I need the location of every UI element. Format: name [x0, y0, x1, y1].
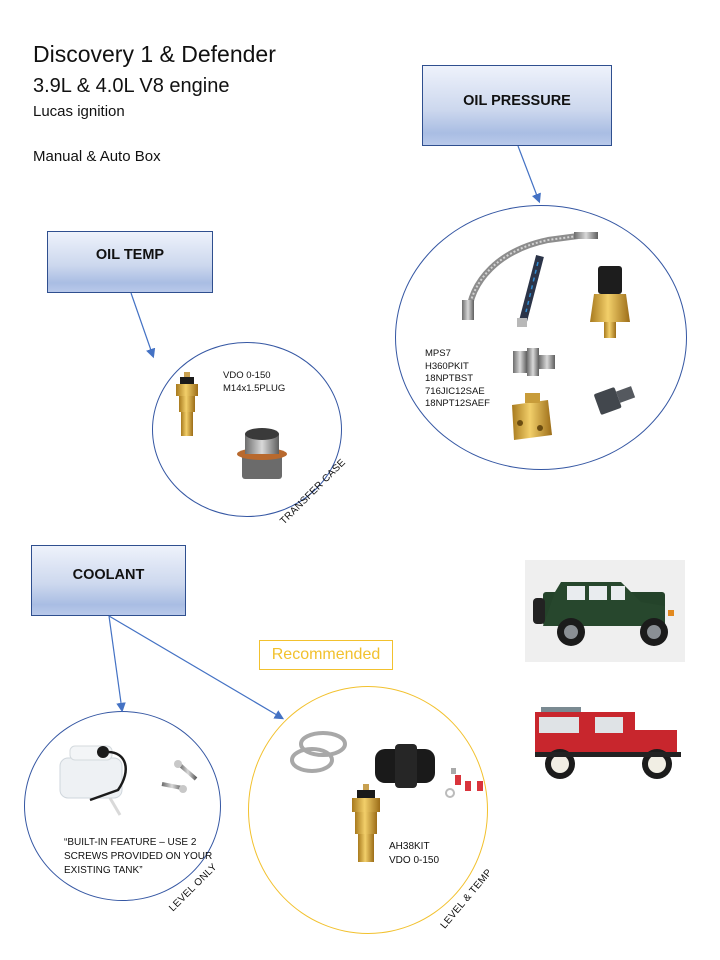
coolant-label: COOLANT	[72, 567, 145, 583]
oil-pressure-kit-circle	[395, 205, 687, 470]
note-line: SCREWS PROVIDED ON YOUR	[64, 851, 213, 862]
part-number: AH38KIT	[389, 841, 430, 852]
part-number: 716JIC12SAE	[425, 385, 485, 397]
part-number: 18NPT12SAEF	[425, 398, 490, 409]
arrow-oil-temp	[130, 292, 156, 359]
oil-temp-label: OIL TEMP	[95, 247, 165, 263]
page-title: Discovery 1 & Defender	[33, 41, 276, 67]
part-number: M14x1.5PLUG	[223, 382, 286, 394]
note-line: EXISTING TANK”	[64, 865, 143, 876]
part-number: VDO 0-150	[223, 370, 271, 381]
defender-image	[525, 700, 685, 785]
oil-temp-kit-circle	[152, 342, 342, 517]
coolant-level-temp-kit-circle	[248, 686, 488, 934]
part-number: H360PKIT	[425, 360, 469, 372]
level-only-note: “BUILT-IN FEATURE – USE 2 SCREWS PROVIDE…	[64, 836, 212, 878]
part-number: VDO 0-150	[389, 855, 440, 866]
oil-pressure-label: OIL PRESSURE	[463, 93, 571, 109]
note-line: “BUILT-IN FEATURE – USE 2	[64, 837, 197, 848]
ignition-text: Lucas ignition	[33, 103, 125, 120]
arrow-coolant-level-temp	[108, 615, 285, 720]
oil-temp-box: OIL TEMP	[47, 231, 213, 293]
arrow-oil-pressure	[517, 145, 541, 204]
oil-pressure-part-list: MPS7 H360PKIT 18NPTBST 716JIC12SAE 18NPT…	[425, 348, 490, 411]
part-number: MPS7	[425, 348, 451, 359]
arrow-coolant-level	[108, 615, 126, 713]
coolant-box: COOLANT	[31, 545, 186, 616]
part-number: 18NPTBST	[425, 373, 474, 384]
oil-pressure-box: OIL PRESSURE	[422, 65, 612, 146]
level-temp-part-list: AH38KIT VDO 0-150	[389, 840, 439, 868]
gearbox-text: Manual & Auto Box	[33, 148, 161, 165]
oil-temp-part-list: VDO 0-150 M14x1.5PLUG	[223, 370, 285, 395]
engine-subtitle: 3.9L & 4.0L V8 engine	[33, 75, 230, 97]
recommended-badge: Recommended	[259, 640, 393, 670]
discovery-image	[525, 560, 685, 662]
